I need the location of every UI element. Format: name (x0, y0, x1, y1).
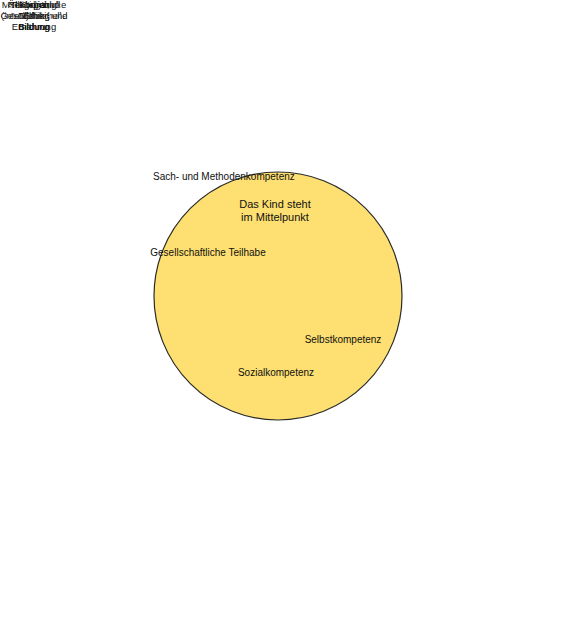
center-label: Das Kind steht im Mittelpunkt (238, 198, 312, 223)
competence-label: Gesellschaftliche Teilhabe (150, 247, 265, 259)
competence-label: Sach- und Methodenkompetenz (153, 171, 295, 183)
area-label: Körper, Gesundheit und Ernährung (0, 0, 68, 33)
competence-label: Sozialkompetenz (238, 367, 314, 379)
competence-label: Selbstkompetenz (305, 334, 382, 346)
competence-circle: Das Kind steht im MittelpunktGesellschaf… (153, 171, 403, 421)
ring-shape (154, 172, 402, 420)
